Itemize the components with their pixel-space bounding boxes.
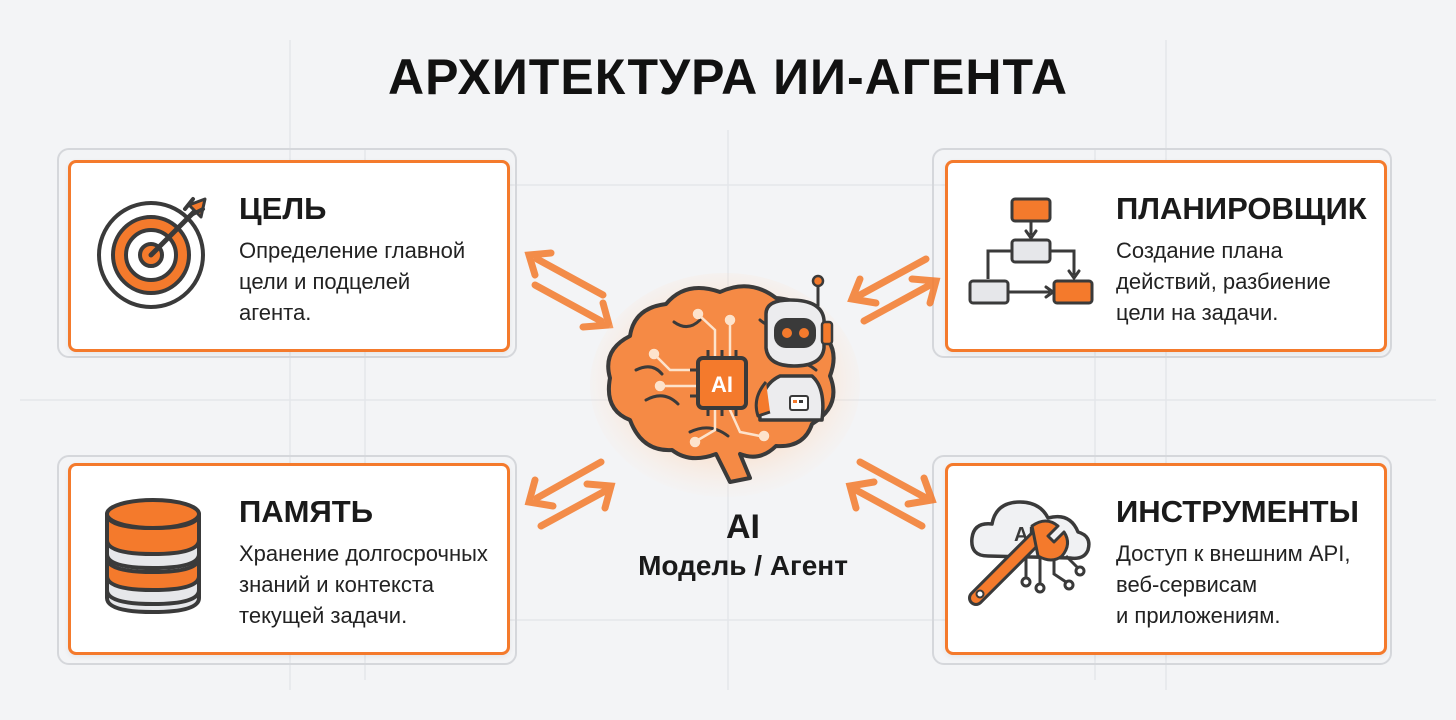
card-outline-memory <box>57 455 517 665</box>
center-sublabel: Модель / Агент <box>638 550 848 581</box>
card-outline-planner <box>932 148 1392 358</box>
planner-title: ПЛАНИРОВЩИК <box>1116 191 1367 226</box>
planner-description: Создание плана действий, разбиение цели … <box>1116 238 1331 325</box>
arrows-goal-center <box>524 249 614 331</box>
memory-title: ПАМЯТЬ <box>239 494 373 529</box>
goal-description: Определение главной цели и подцелей аген… <box>239 238 466 325</box>
cloud-wrench-icon: AP <box>968 500 1091 606</box>
memory-card: ПАМЯТЬ Хранение долгосрочных знаний и ко… <box>68 463 510 655</box>
center-label: AI <box>726 508 760 546</box>
arrows-planner-center <box>847 255 941 325</box>
arrows-memory-center <box>524 458 616 530</box>
arrows-tools-center <box>845 458 937 530</box>
target-icon <box>97 197 207 309</box>
card-outline-goal <box>57 148 517 358</box>
memory-description: Хранение долгосрочных знаний и контекста… <box>239 541 488 628</box>
card-outline-tools <box>932 455 1392 665</box>
page-title: АРХИТЕКТУРА ИИ-АГЕНТА <box>387 49 1069 105</box>
database-icon <box>105 498 201 615</box>
goal-card: ЦЕЛЬ Определение главной цели и подцелей… <box>68 160 510 352</box>
ai-chip-text: AI <box>711 372 733 397</box>
tools-card: AP ИНСТРУМЕНТЫ Доступ к внешним API, веб… <box>945 463 1387 655</box>
planner-card: ПЛАНИРОВЩИК Создание плана действий, раз… <box>945 160 1387 352</box>
tools-title: ИНСТРУМЕНТЫ <box>1116 494 1359 529</box>
goal-title: ЦЕЛЬ <box>239 191 327 226</box>
brain-robot-icon: AI <box>590 273 860 497</box>
tools-description: Доступ к внешним API, веб-сервисам и при… <box>1116 541 1351 628</box>
flowchart-icon <box>968 197 1094 305</box>
